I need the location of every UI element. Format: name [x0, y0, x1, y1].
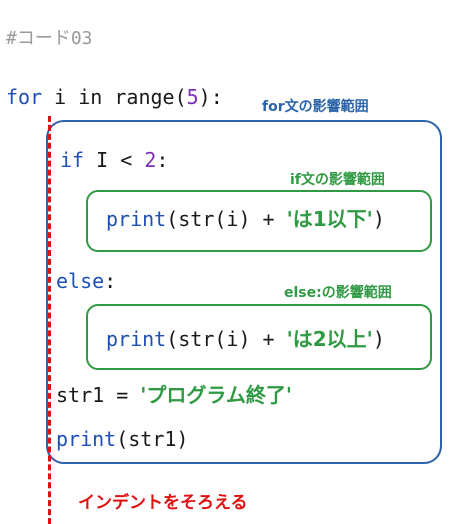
- print3-args: (str1): [116, 427, 189, 451]
- keyword-if: if: [60, 148, 85, 172]
- else-scope-box: [86, 304, 432, 370]
- code-line-if: if I < 2:: [60, 150, 168, 170]
- print1-args: (str(i) +: [166, 207, 287, 231]
- indent-note: インデントをそろえる: [78, 493, 248, 513]
- if-scope-box: [86, 190, 432, 252]
- for-header-end: ):: [198, 85, 223, 109]
- indent-guide-line: [48, 116, 51, 524]
- print1-close: ): [372, 207, 385, 231]
- for-scope-box: [46, 120, 442, 464]
- keyword-print: print: [106, 207, 167, 231]
- for-scope-label: for文の影響範囲: [262, 99, 369, 115]
- keyword-print: print: [56, 427, 117, 451]
- code-line-assign: str1 = 'プログラム終了': [56, 385, 292, 405]
- for-header-text: i in range(: [42, 85, 187, 109]
- if-number: 2: [144, 148, 157, 172]
- string-literal: 'プログラム終了': [140, 383, 292, 407]
- keyword-else: else: [56, 269, 105, 293]
- code-line-print2: print(str(i) + 'は2以上'): [106, 329, 385, 349]
- code-line-print3: print(str1): [56, 429, 188, 449]
- string-literal: 'は1以下': [286, 207, 373, 231]
- assign-text: str1 =: [56, 383, 141, 407]
- else-colon: :: [104, 269, 117, 293]
- else-scope-label: else:の影響範囲: [284, 285, 392, 301]
- code-line-print1: print(str(i) + 'は1以下'): [106, 209, 385, 229]
- code-line-else: else:: [56, 271, 116, 291]
- keyword-print: print: [106, 327, 167, 351]
- print2-args: (str(i) +: [166, 327, 287, 351]
- if-scope-label: if文の影響範囲: [290, 172, 385, 188]
- keyword-for: for: [6, 85, 43, 109]
- code-line-for: for i in range(5):: [6, 87, 223, 107]
- print2-close: ): [372, 327, 385, 351]
- code-comment: #コード03: [6, 28, 93, 49]
- if-condition-text: I <: [84, 148, 145, 172]
- range-number: 5: [186, 85, 199, 109]
- if-colon: :: [156, 148, 169, 172]
- string-literal: 'は2以上': [286, 327, 373, 351]
